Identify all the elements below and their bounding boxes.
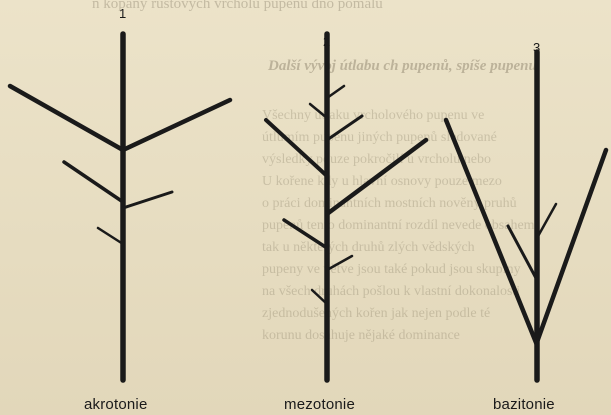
branch: [10, 86, 123, 150]
caption-mezotonie: mezotonie: [284, 396, 355, 413]
figure-number-2: 2: [323, 34, 330, 49]
caption-akrotonie: akrotonie: [84, 396, 148, 413]
branch: [98, 228, 123, 244]
branch: [64, 162, 123, 202]
figure-number-1: 1: [119, 6, 126, 21]
shoot-mezotonie: [266, 34, 426, 380]
shoot-akrotonie: [10, 34, 230, 380]
shoot-bazitonie: [446, 52, 606, 380]
branch: [537, 150, 606, 342]
branch: [123, 192, 172, 208]
branch: [327, 140, 426, 214]
branch: [284, 220, 327, 248]
branch: [327, 116, 362, 140]
figure-number-3: 3: [533, 40, 540, 55]
branch: [327, 256, 352, 270]
branch: [537, 204, 556, 238]
branch: [266, 120, 327, 176]
branch: [446, 120, 537, 345]
branch: [508, 226, 537, 280]
caption-bazitonie: bazitonie: [493, 396, 555, 413]
branch: [123, 100, 230, 150]
